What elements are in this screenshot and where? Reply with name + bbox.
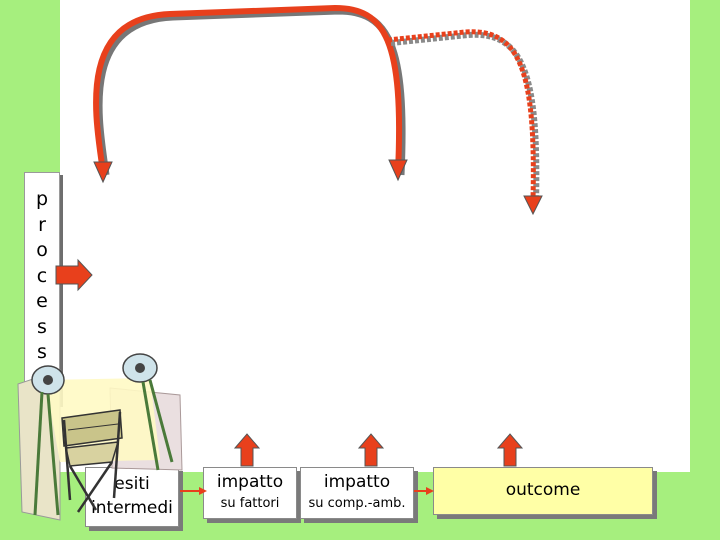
box-esiti-intermedi: esiti intermedi [85,467,179,527]
box-outcome-title: outcome [505,480,581,500]
curved-arrow-dashed [387,29,543,216]
box-esiti-line1: esiti [114,474,150,494]
box-comp-title: impatto [323,472,391,492]
director-chair-clipart [17,353,183,521]
box-fattori-title: impatto [216,472,284,492]
box-outcome: outcome [433,467,653,515]
connector-arrow-esiti-fattori [180,487,207,495]
box-esiti-line2: intermedi [91,498,173,518]
curved-arrow-solid [93,4,408,184]
box-comp-subtitle: su comp.-amb. [308,496,406,511]
box-impatto-fattori: impatto su fattori [203,467,297,519]
box-impatto-comp-amb: impatto su comp.-amb. [300,467,414,519]
arrow-up-icon [496,433,524,467]
box-fattori-subtitle: su fattori [220,496,280,511]
arrow-right-icon [55,258,93,292]
arrow-up-icon [233,433,261,467]
arrow-up-icon [357,433,385,467]
connector-arrow-comp-outcome [414,487,434,495]
